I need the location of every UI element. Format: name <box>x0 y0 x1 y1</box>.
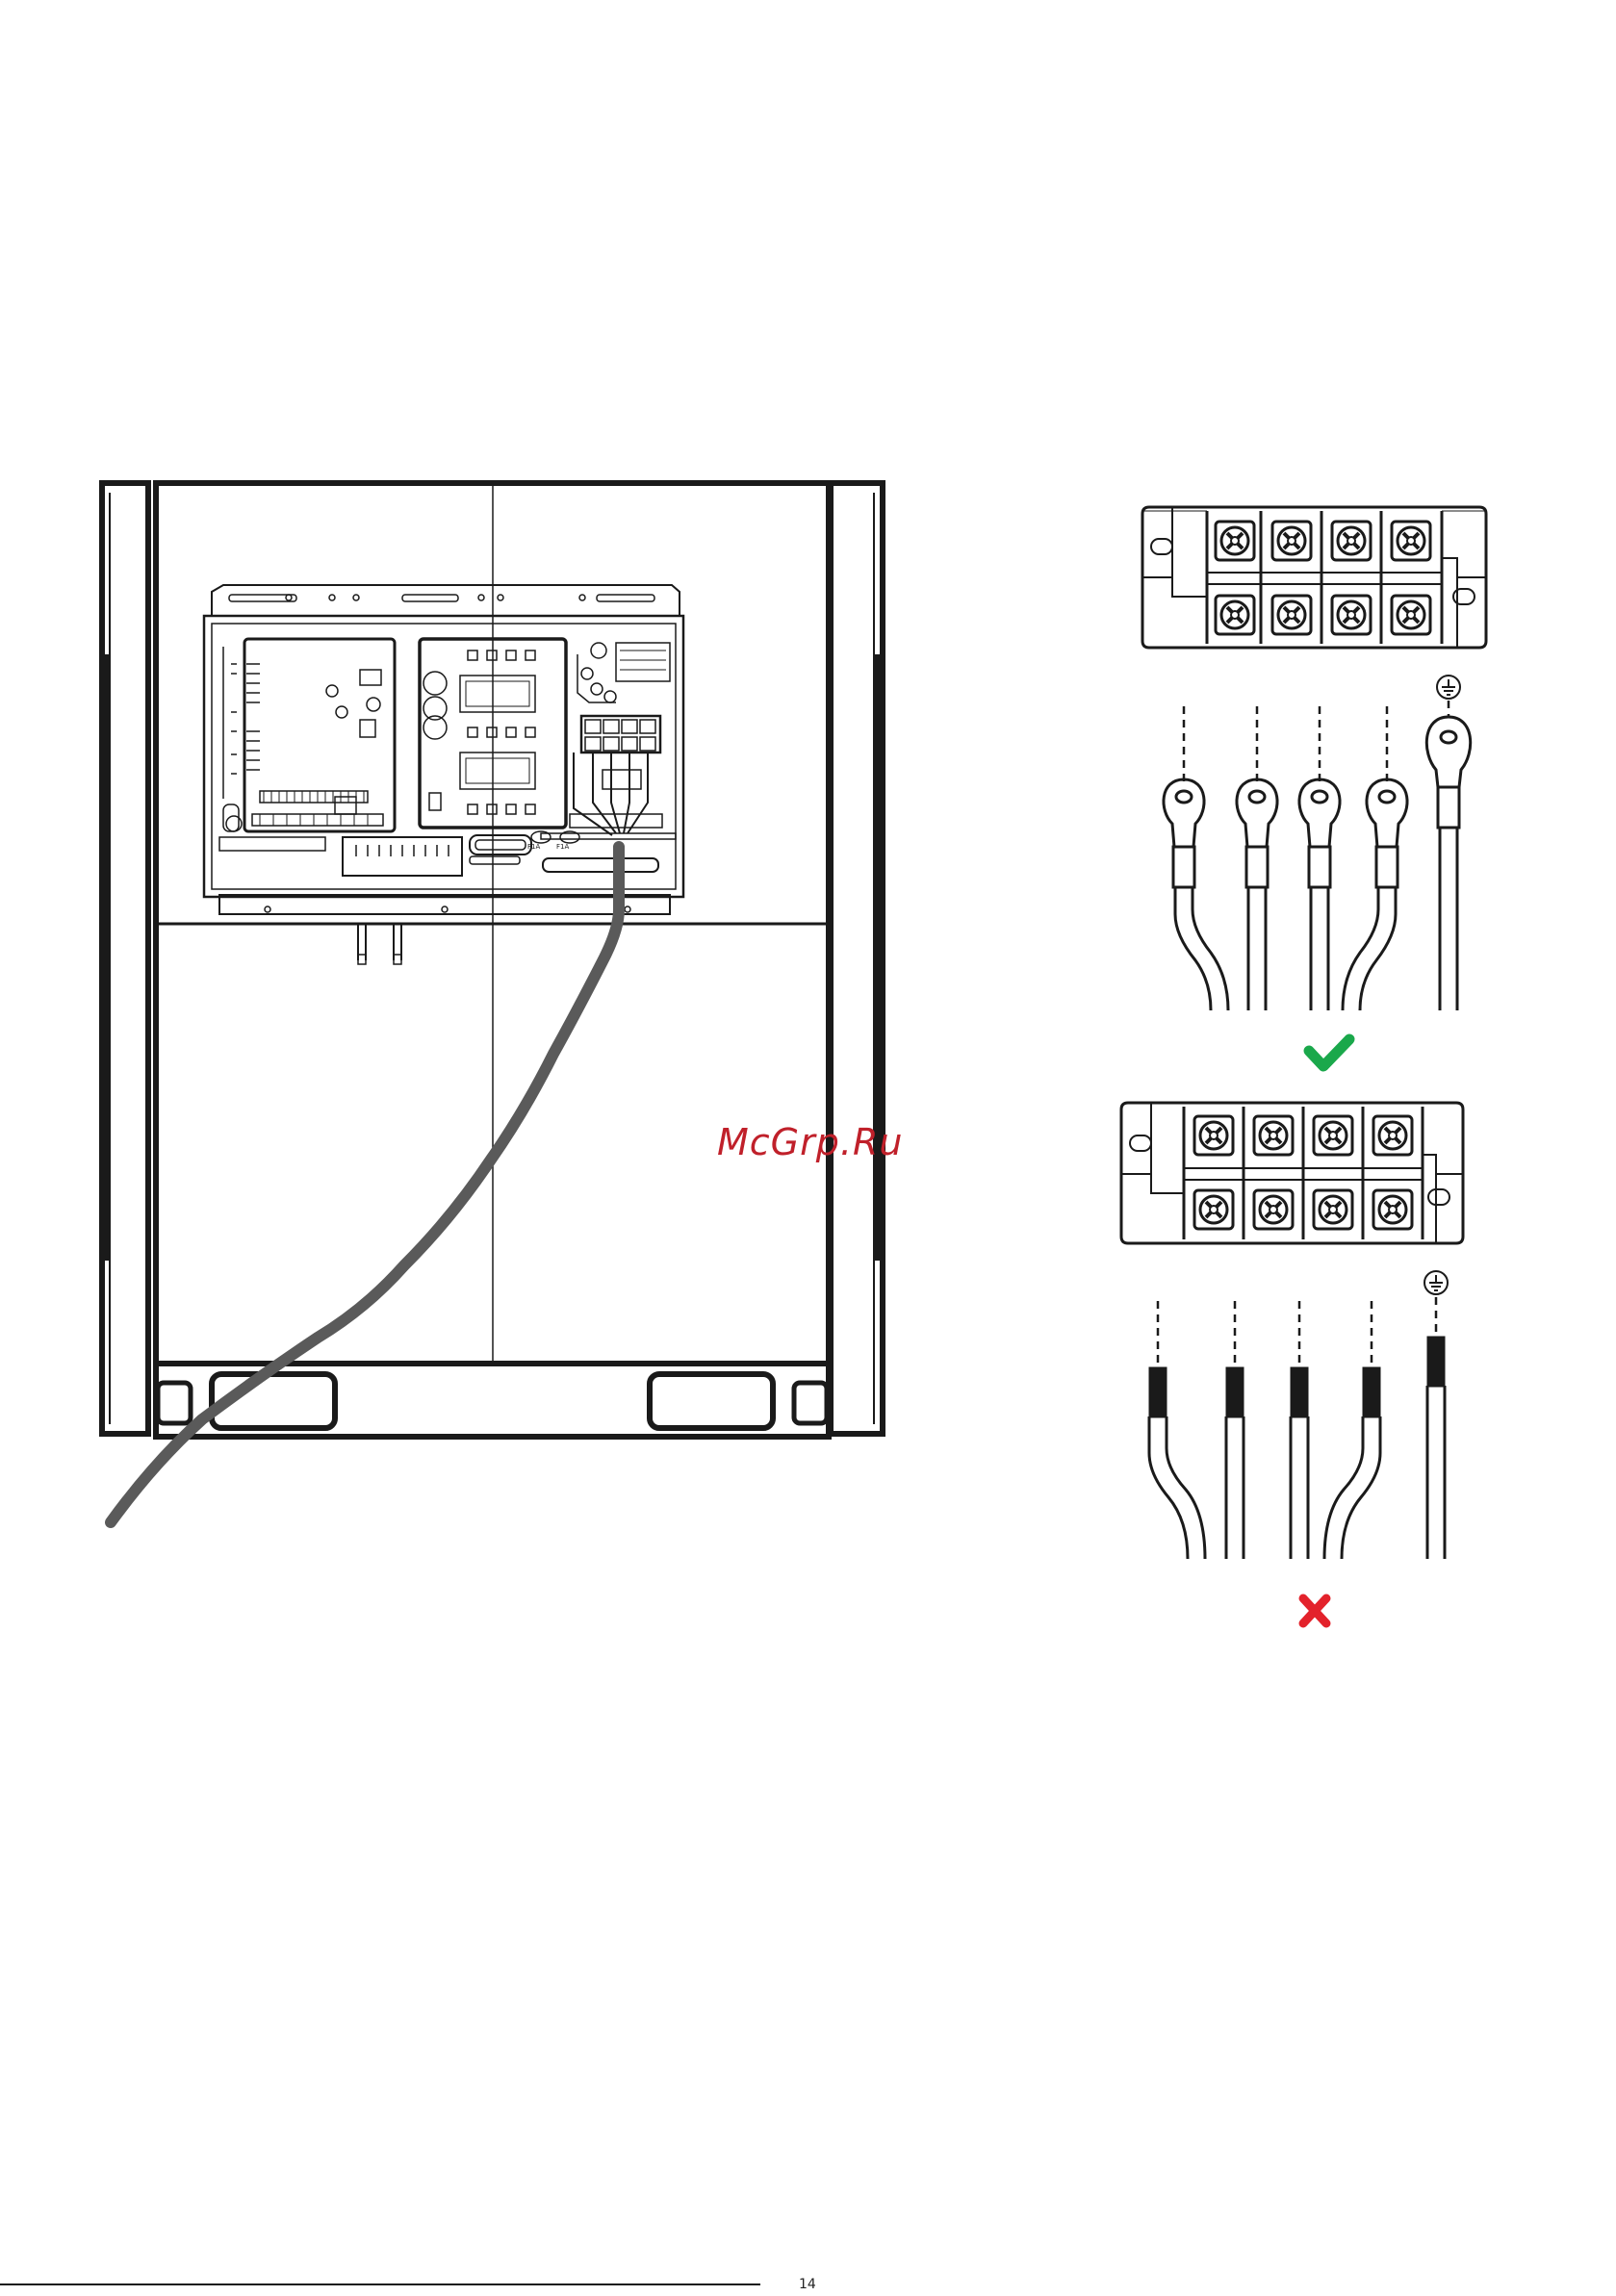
check-mark-icon <box>1309 1039 1349 1066</box>
screw-terminal-icon <box>1194 1190 1233 1229</box>
page-number: 14 <box>799 2277 816 2292</box>
screw-terminal-icon <box>1373 1116 1412 1155</box>
bare-stripped-wires <box>1149 1297 1445 1559</box>
screw-terminal-icon <box>1392 522 1430 560</box>
ring-terminal-icon <box>1164 779 1228 1010</box>
ring-terminal-wires <box>1164 701 1471 1010</box>
ground-symbol-icon <box>1437 676 1460 699</box>
ring-terminal-icon <box>1343 779 1407 1010</box>
screw-terminal-icon <box>1254 1190 1293 1229</box>
fuse-label-b: F1A <box>556 843 569 851</box>
ring-terminal-icon <box>1237 779 1277 1010</box>
screw-terminal-icon <box>1272 596 1311 634</box>
right-side-rail <box>831 483 883 1434</box>
ground-ring-terminal <box>1426 717 1470 1010</box>
cross-mark-icon <box>1303 1598 1326 1623</box>
screw-terminal-icon <box>1272 522 1311 560</box>
ring-terminal-icon <box>1299 779 1340 1010</box>
pipe-stubs <box>358 924 401 964</box>
watermark-text: McGrp.Ru <box>717 1121 903 1163</box>
screw-terminal-icon <box>1216 596 1254 634</box>
screw-terminal-icon <box>1392 596 1430 634</box>
screw-terminal-icon <box>1332 596 1371 634</box>
screw-terminal-icon <box>1254 1116 1293 1155</box>
screw-terminal-icon <box>1332 522 1371 560</box>
ground-symbol-icon <box>1424 1271 1448 1294</box>
screw-terminal-icon <box>1373 1190 1412 1229</box>
screw-terminal-icon <box>1314 1116 1352 1155</box>
left-connector-strip <box>223 647 237 799</box>
screw-terminal-icon <box>1194 1116 1233 1155</box>
terminal-area-components <box>541 643 676 839</box>
lower-board-row <box>219 831 658 876</box>
outdoor-unit-drawing <box>102 483 883 1522</box>
left-side-rail <box>102 483 148 1434</box>
fuse-label-a: F1A <box>527 843 540 851</box>
main-control-board <box>223 639 395 831</box>
incorrect-wiring-example <box>1121 1103 1463 1623</box>
screw-terminal-icon <box>1314 1190 1352 1229</box>
screw-terminal-icon <box>1216 522 1254 560</box>
terminal-block <box>1142 507 1486 648</box>
correct-wiring-example <box>1142 507 1486 1066</box>
control-box <box>204 585 683 914</box>
